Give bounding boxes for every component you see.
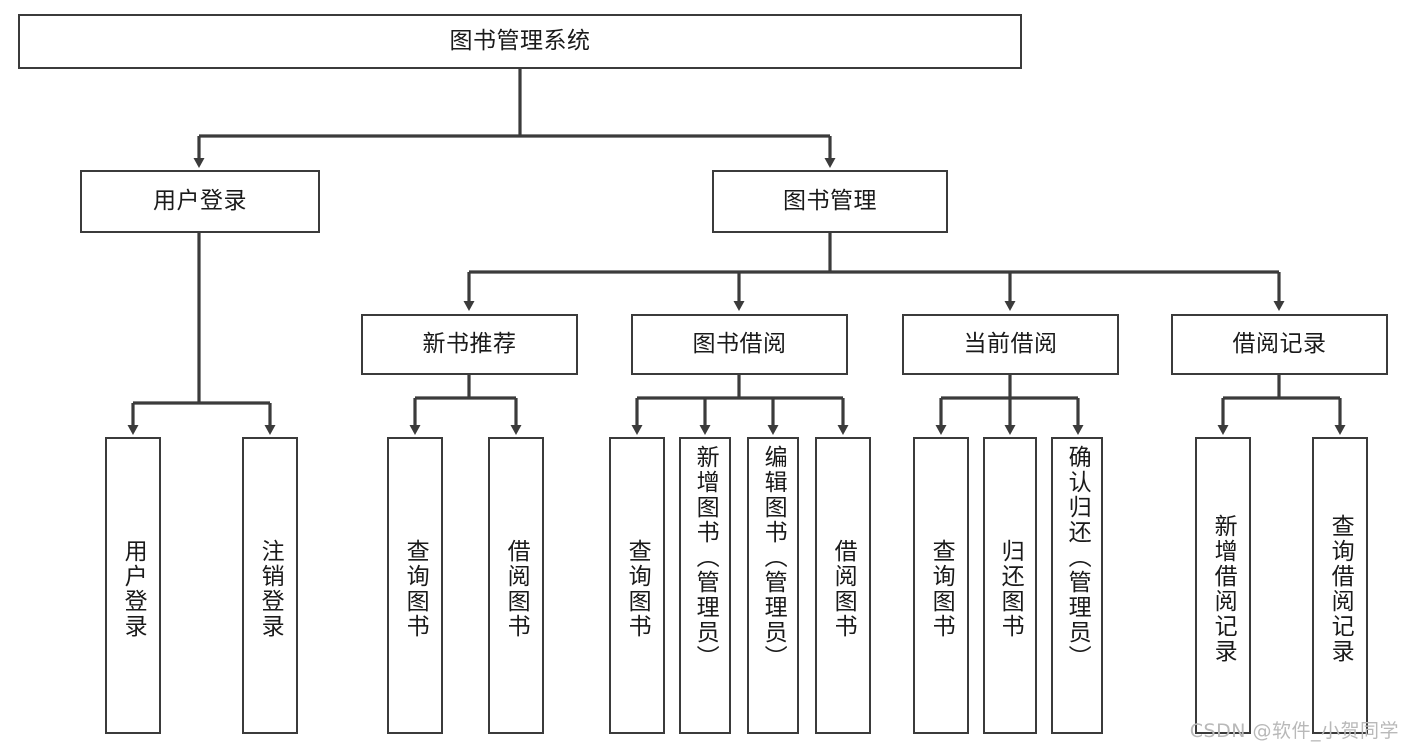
leaf-query-book-recommend[interactable]: 查询图书: [387, 437, 443, 734]
watermark-csdn: CSDN @软件_小贺同学: [1189, 720, 1399, 742]
node-label: 用户登录: [153, 187, 247, 214]
leaf-user-login[interactable]: 用户登录: [105, 437, 161, 734]
node-label: 图书管理: [783, 187, 877, 214]
leaf-confirm-return-admin[interactable]: 确认归还（管理员）: [1051, 437, 1103, 734]
node-borrow-record[interactable]: 借阅记录: [1171, 314, 1388, 375]
node-label: 借阅图书: [503, 538, 530, 639]
leaf-query-book-borrow[interactable]: 查询图书: [609, 437, 665, 734]
node-label: 注销登录: [257, 538, 284, 639]
node-label: 新增借阅记录: [1210, 513, 1237, 664]
node-root-book-management-system[interactable]: 图书管理系统: [18, 14, 1022, 69]
node-label: 用户登录: [120, 538, 147, 639]
node-label: 编辑图书（管理员）: [760, 445, 787, 670]
leaf-add-book-admin[interactable]: 新增图书（管理员）: [679, 437, 731, 734]
node-label: 新书推荐: [422, 330, 517, 357]
node-label: 新增图书（管理员）: [692, 445, 719, 670]
node-label: 查询借阅记录: [1327, 513, 1354, 664]
node-book-management[interactable]: 图书管理: [712, 170, 948, 233]
leaf-logout[interactable]: 注销登录: [242, 437, 298, 734]
leaf-query-borrow-record[interactable]: 查询借阅记录: [1312, 437, 1368, 734]
leaf-borrow-book-recommend[interactable]: 借阅图书: [488, 437, 544, 734]
node-label: 当前借阅: [963, 330, 1058, 357]
node-label: 查询图书: [624, 538, 651, 639]
node-label: 借阅图书: [830, 538, 857, 639]
node-label: 查询图书: [402, 538, 429, 639]
node-label: 图书借阅: [692, 330, 787, 357]
node-new-book-recommend[interactable]: 新书推荐: [361, 314, 578, 375]
leaf-query-book-current[interactable]: 查询图书: [913, 437, 969, 734]
leaf-borrow-book[interactable]: 借阅图书: [815, 437, 871, 734]
node-label: 图书管理系统: [449, 27, 591, 54]
node-label: 查询图书: [928, 538, 955, 639]
node-current-borrow[interactable]: 当前借阅: [902, 314, 1119, 375]
node-label: 确认归还（管理员）: [1064, 445, 1091, 670]
node-user-login[interactable]: 用户登录: [80, 170, 320, 233]
leaf-return-book[interactable]: 归还图书: [983, 437, 1037, 734]
leaf-edit-book-admin[interactable]: 编辑图书（管理员）: [747, 437, 799, 734]
node-book-borrow[interactable]: 图书借阅: [631, 314, 848, 375]
node-label: 归还图书: [997, 538, 1024, 639]
leaf-add-borrow-record[interactable]: 新增借阅记录: [1195, 437, 1251, 734]
node-label: 借阅记录: [1232, 330, 1327, 357]
